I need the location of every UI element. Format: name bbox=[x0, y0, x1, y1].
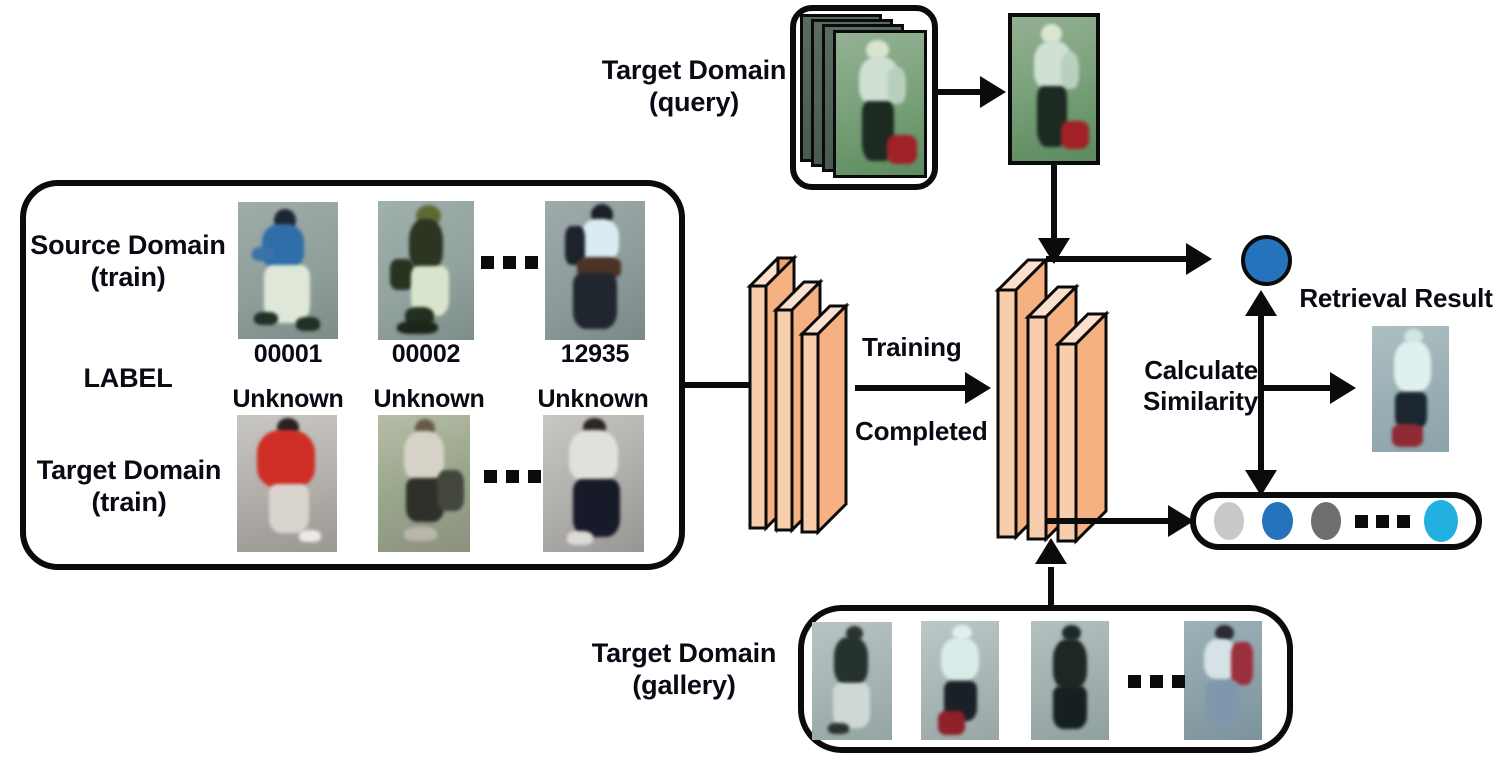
arrow-to-retrieval-result-line bbox=[1261, 385, 1339, 391]
label-word: LABEL bbox=[83, 363, 173, 393]
arrow-network1-to-network2-head bbox=[965, 372, 991, 404]
arrow-query-stack-line bbox=[936, 89, 988, 95]
target-row-ellipsis bbox=[484, 470, 541, 483]
source-id-2: 00002 bbox=[391, 340, 461, 368]
calculate-similarity-label: Calculate Similarity bbox=[1142, 355, 1258, 416]
gallery-photo-3 bbox=[1031, 621, 1109, 740]
arrow-query-to-network-line bbox=[1051, 165, 1057, 247]
backbone-network-trained bbox=[988, 245, 1128, 545]
target-domain-train-label: Target Domain (train) bbox=[36, 455, 222, 517]
gallery-photo-2 bbox=[921, 621, 999, 740]
target-person-photo-2 bbox=[378, 415, 470, 552]
query-photo-front bbox=[833, 30, 927, 178]
target-person-photo-3 bbox=[543, 415, 644, 552]
arrow-network2-to-query-feature-line bbox=[1046, 256, 1196, 262]
feature-gray-dark bbox=[1310, 502, 1342, 540]
source-id-3: 12935 bbox=[560, 340, 630, 368]
retrieval-result-label: Retrieval Result bbox=[1299, 283, 1493, 313]
source-person-photo-1 bbox=[238, 202, 338, 339]
similarity-arrow-up-head bbox=[1245, 290, 1277, 316]
gallery-photo-1 bbox=[812, 622, 892, 740]
target-id-1: Unknown bbox=[232, 385, 344, 413]
arrow-to-retrieval-result-head bbox=[1330, 372, 1356, 404]
arrow-gallery-to-network-line bbox=[1048, 567, 1054, 607]
source-person-photo-3 bbox=[545, 201, 645, 340]
gallery-feature-bar bbox=[1190, 492, 1482, 550]
arrow-train-to-network-line bbox=[685, 382, 770, 388]
query-single-photo bbox=[1008, 13, 1100, 165]
similarity-vertical-line bbox=[1258, 305, 1264, 483]
arrow-network2-to-gallery-features-head bbox=[1168, 505, 1194, 537]
target-id-3: Unknown bbox=[537, 385, 649, 413]
similarity-arrow-down-head bbox=[1245, 470, 1277, 496]
gallery-ellipsis bbox=[1128, 675, 1185, 688]
source-domain-train-label: Source Domain (train) bbox=[30, 230, 226, 292]
arrow-network1-to-network2-line bbox=[855, 385, 977, 391]
arrow-query-stack-head bbox=[980, 76, 1006, 108]
arrow-gallery-to-network-head bbox=[1035, 538, 1067, 564]
training-label: Training bbox=[862, 332, 962, 362]
feature-blue bbox=[1262, 502, 1293, 540]
target-id-2: Unknown bbox=[373, 385, 485, 413]
target-domain-query-label: Target Domain (query) bbox=[601, 55, 787, 117]
gallery-features-ellipsis bbox=[1355, 514, 1411, 528]
arrow-network2-to-query-feature-head bbox=[1186, 243, 1212, 275]
query-feature-circle bbox=[1241, 235, 1292, 286]
source-id-1: 00001 bbox=[253, 340, 323, 368]
source-row-ellipsis bbox=[481, 256, 538, 269]
backbone-network-training bbox=[740, 248, 870, 538]
target-person-photo-1 bbox=[237, 415, 337, 552]
arrow-network2-to-gallery-features-line bbox=[1046, 518, 1178, 524]
feature-cyan bbox=[1424, 500, 1459, 542]
target-domain-gallery-label: Target Domain (gallery) bbox=[591, 638, 777, 700]
retrieval-result-photo bbox=[1372, 326, 1449, 452]
source-person-photo-2 bbox=[378, 201, 474, 340]
completed-label: Completed bbox=[855, 416, 988, 446]
feature-gray-light bbox=[1214, 502, 1245, 540]
gallery-photo-4 bbox=[1184, 621, 1262, 740]
